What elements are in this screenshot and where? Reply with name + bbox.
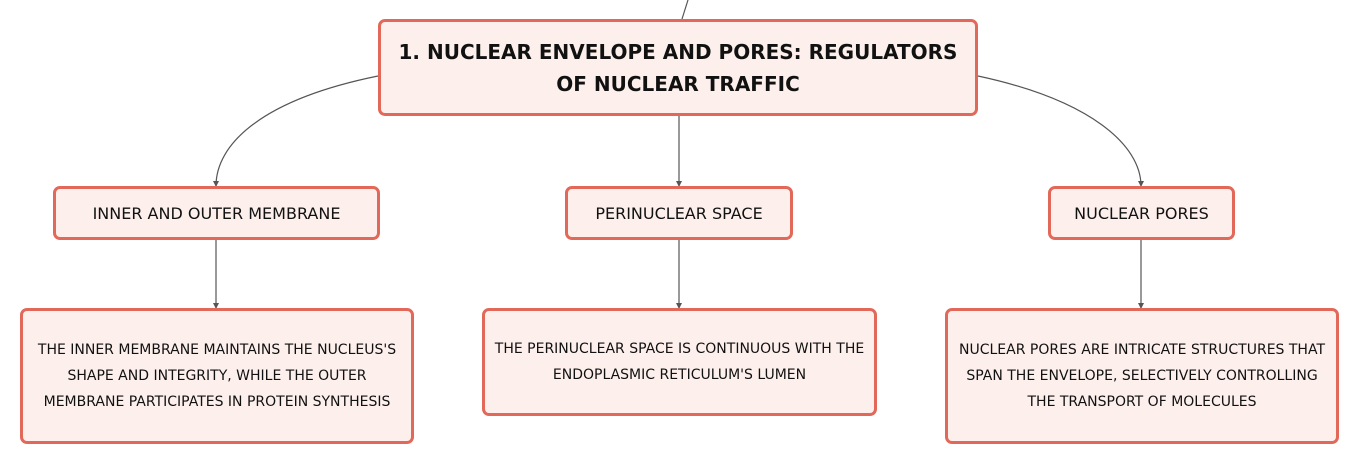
topic-node-inner-outer-membrane[interactable]: INNER AND OUTER MEMBRANE bbox=[53, 186, 380, 240]
detail-text-perinuclear-space: THE PERINUCLEAR SPACE IS CONTINUOUS WITH… bbox=[494, 341, 865, 383]
topic-node-perinuclear-space[interactable]: PERINUCLEAR SPACE bbox=[565, 186, 793, 240]
detail-text-nuclear-pores: NUCLEAR PORES ARE INTRICATE STRUCTURES T… bbox=[958, 342, 1325, 410]
topic-label-inner-outer-membrane: INNER AND OUTER MEMBRANE bbox=[92, 203, 341, 223]
topic-label-nuclear-pores: NUCLEAR PORES bbox=[1074, 203, 1209, 223]
topic-label-perinuclear-space: PERINUCLEAR SPACE bbox=[595, 203, 763, 223]
incoming-connector bbox=[681, 0, 689, 20]
detail-node-inner-outer-membrane[interactable]: THE INNER MEMBRANE MAINTAINS THE NUCLEUS… bbox=[20, 308, 414, 444]
root-node[interactable]: 1. NUCLEAR ENVELOPE AND PORES: REGULATOR… bbox=[378, 19, 978, 116]
connector-root-to-pores bbox=[977, 75, 1144, 187]
detail-text-inner-outer-membrane: THE INNER MEMBRANE MAINTAINS THE NUCLEUS… bbox=[37, 342, 397, 410]
root-node-label: 1. NUCLEAR ENVELOPE AND PORES: REGULATOR… bbox=[398, 39, 958, 96]
connector-root-to-inner bbox=[213, 75, 379, 187]
topic-node-nuclear-pores[interactable]: NUCLEAR PORES bbox=[1048, 186, 1235, 240]
detail-node-nuclear-pores[interactable]: NUCLEAR PORES ARE INTRICATE STRUCTURES T… bbox=[945, 308, 1339, 444]
detail-node-perinuclear-space[interactable]: THE PERINUCLEAR SPACE IS CONTINUOUS WITH… bbox=[482, 308, 877, 416]
